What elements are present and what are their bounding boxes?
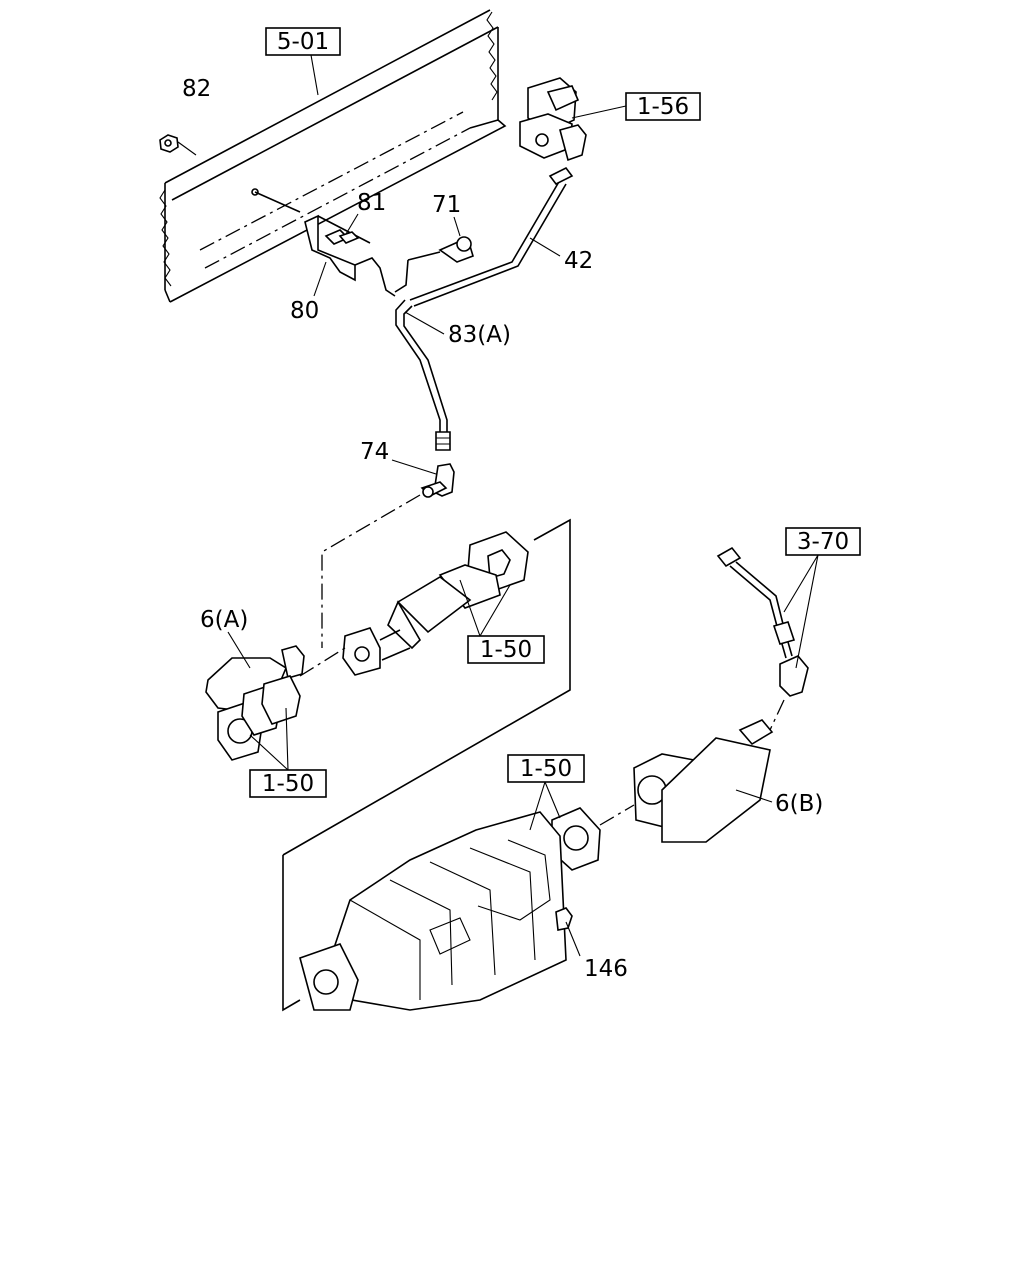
ref-1-56-text: 1-56 (637, 94, 689, 120)
sensor-3-70[interactable] (716, 546, 809, 731)
exhaust-pipe-6a[interactable] (282, 518, 571, 856)
nut-82[interactable] (159, 134, 197, 156)
label-6a: 6(A) (200, 607, 248, 633)
frame-rail (159, 9, 507, 303)
ref-box-1-50-pipe[interactable]: 1-50 (467, 635, 545, 664)
bracket-80[interactable] (254, 191, 396, 297)
label-74: 74 (360, 439, 389, 465)
elbow-6a[interactable] (205, 645, 346, 761)
label-42: 42 (564, 248, 593, 274)
label-82: 82 (182, 76, 211, 102)
ref-box-1-50-elbow[interactable]: 1-50 (249, 769, 327, 798)
ref-box-1-50-converter[interactable]: 1-50 (507, 754, 585, 783)
ref-3-70-text: 3-70 (797, 529, 849, 555)
hose-42[interactable] (395, 166, 574, 451)
label-83a: 83(A) (448, 322, 511, 348)
leader-lines (227, 54, 819, 957)
centerline-74 (321, 494, 421, 648)
ref-1-50-converter-text: 1-50 (520, 756, 572, 782)
converter-assembly[interactable] (282, 807, 601, 1012)
label-146: 146 (584, 956, 628, 982)
fitting-74[interactable] (420, 463, 455, 498)
ref-5-01-text: 5-01 (277, 29, 329, 55)
elbow-6b[interactable] (599, 719, 774, 843)
ref-1-50-elbow-text: 1-50 (262, 771, 314, 797)
label-81: 81 (357, 190, 386, 216)
label-6b: 6(B) (775, 791, 823, 817)
bolt-71[interactable] (394, 236, 474, 293)
ref-1-50-pipe-text: 1-50 (480, 637, 532, 663)
label-71: 71 (432, 192, 461, 218)
ref-box-3-70[interactable]: 3-70 (785, 527, 861, 556)
ref-box-5-01[interactable]: 5-01 (265, 27, 341, 56)
label-80: 80 (290, 298, 319, 324)
valve-1-56[interactable] (519, 77, 587, 162)
ref-box-1-56[interactable]: 1-56 (625, 92, 701, 121)
